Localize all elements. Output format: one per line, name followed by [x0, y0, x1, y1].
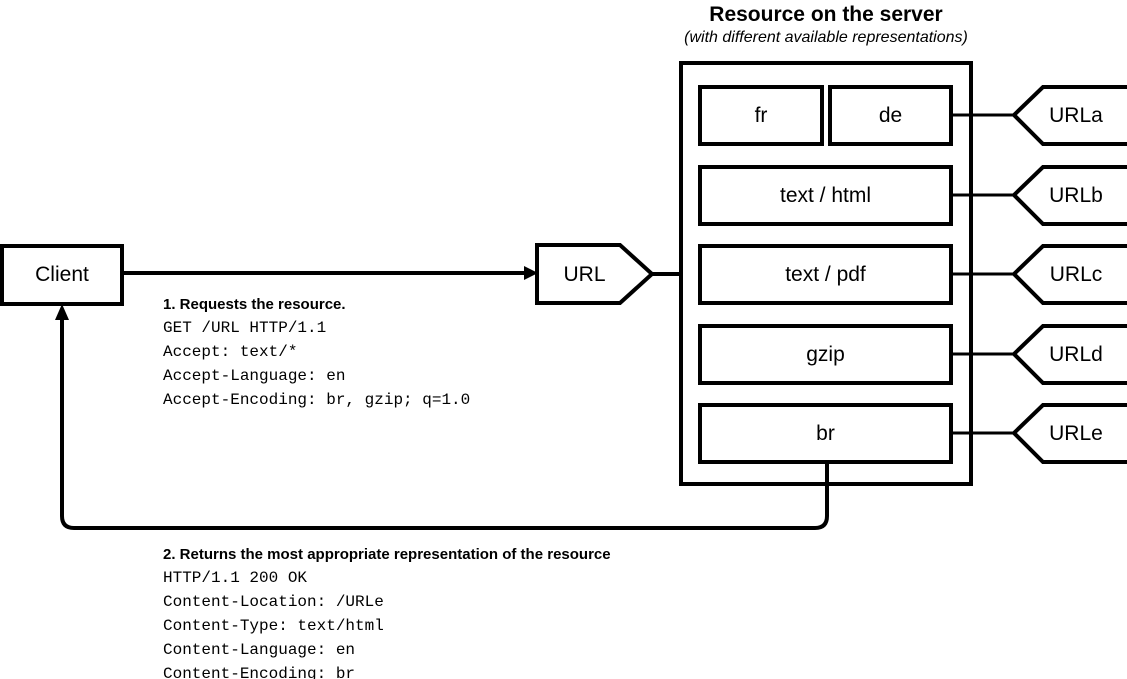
representation-label-fr: fr — [754, 104, 768, 127]
response-headers-line-4: Content-Language: en — [163, 641, 356, 659]
server-subtitle: (with different available representation… — [684, 29, 968, 46]
url-variant-label-urlb: URLb — [1049, 184, 1103, 207]
url-variant-shape-urlb — [1011, 165, 1127, 226]
request-headers-line-3: Accept-Language: en — [163, 367, 346, 385]
response-headers-line-2: Content-Location: /URLe — [163, 593, 384, 611]
server-title: Resource on the server — [709, 3, 943, 26]
url-variant-shape-urlc — [1011, 244, 1127, 305]
response-headers-line-5: Content-Encoding: br — [163, 665, 356, 679]
request-headers-line-2: Accept: text/* — [163, 343, 298, 361]
response-headers-line-3: Content-Type: text/html — [163, 617, 384, 635]
response-return-path — [60, 318, 829, 530]
url-variant-label-urla: URLa — [1049, 104, 1103, 127]
url-variant-shape-urle — [1011, 403, 1127, 464]
representation-box-de — [828, 85, 953, 146]
client-label: Client — [35, 263, 89, 286]
representation-label-gzip: gzip — [806, 343, 845, 366]
representation-label-br: br — [816, 422, 835, 445]
request-step-heading: 1. Requests the resource. — [163, 296, 346, 313]
url-variant-label-urlc: URLc — [1049, 263, 1103, 286]
representation-box-fr — [698, 85, 824, 146]
request-headers-line-4: Accept-Encoding: br, gzip; q=1.0 — [163, 391, 471, 409]
representation-label-text-html: text / html — [779, 184, 872, 207]
client-box — [0, 244, 124, 306]
request-headers-line-1: GET /URL HTTP/1.1 — [163, 319, 327, 337]
url-variant-shape-urld — [1011, 324, 1127, 385]
representation-box-text-html — [698, 165, 953, 226]
url-node-shape — [535, 243, 655, 305]
response-headers-line-1: HTTP/1.1 200 OK — [163, 569, 308, 587]
response-arrow-head — [55, 304, 69, 320]
response-step-heading: 2. Returns the most appropriate represen… — [163, 546, 611, 563]
representation-box-gzip — [698, 324, 953, 385]
url-node-label: URL — [563, 263, 606, 286]
representation-box-text-pdf — [698, 244, 953, 305]
representation-label-text-pdf: text / pdf — [785, 263, 866, 286]
representation-label-de: de — [878, 104, 903, 127]
url-variant-shape-urla — [1011, 85, 1127, 146]
url-variant-label-urld: URLd — [1049, 343, 1103, 366]
representation-box-br — [698, 403, 953, 464]
url-variant-label-urle: URLe — [1049, 422, 1103, 445]
request-arrow-head — [524, 266, 538, 280]
